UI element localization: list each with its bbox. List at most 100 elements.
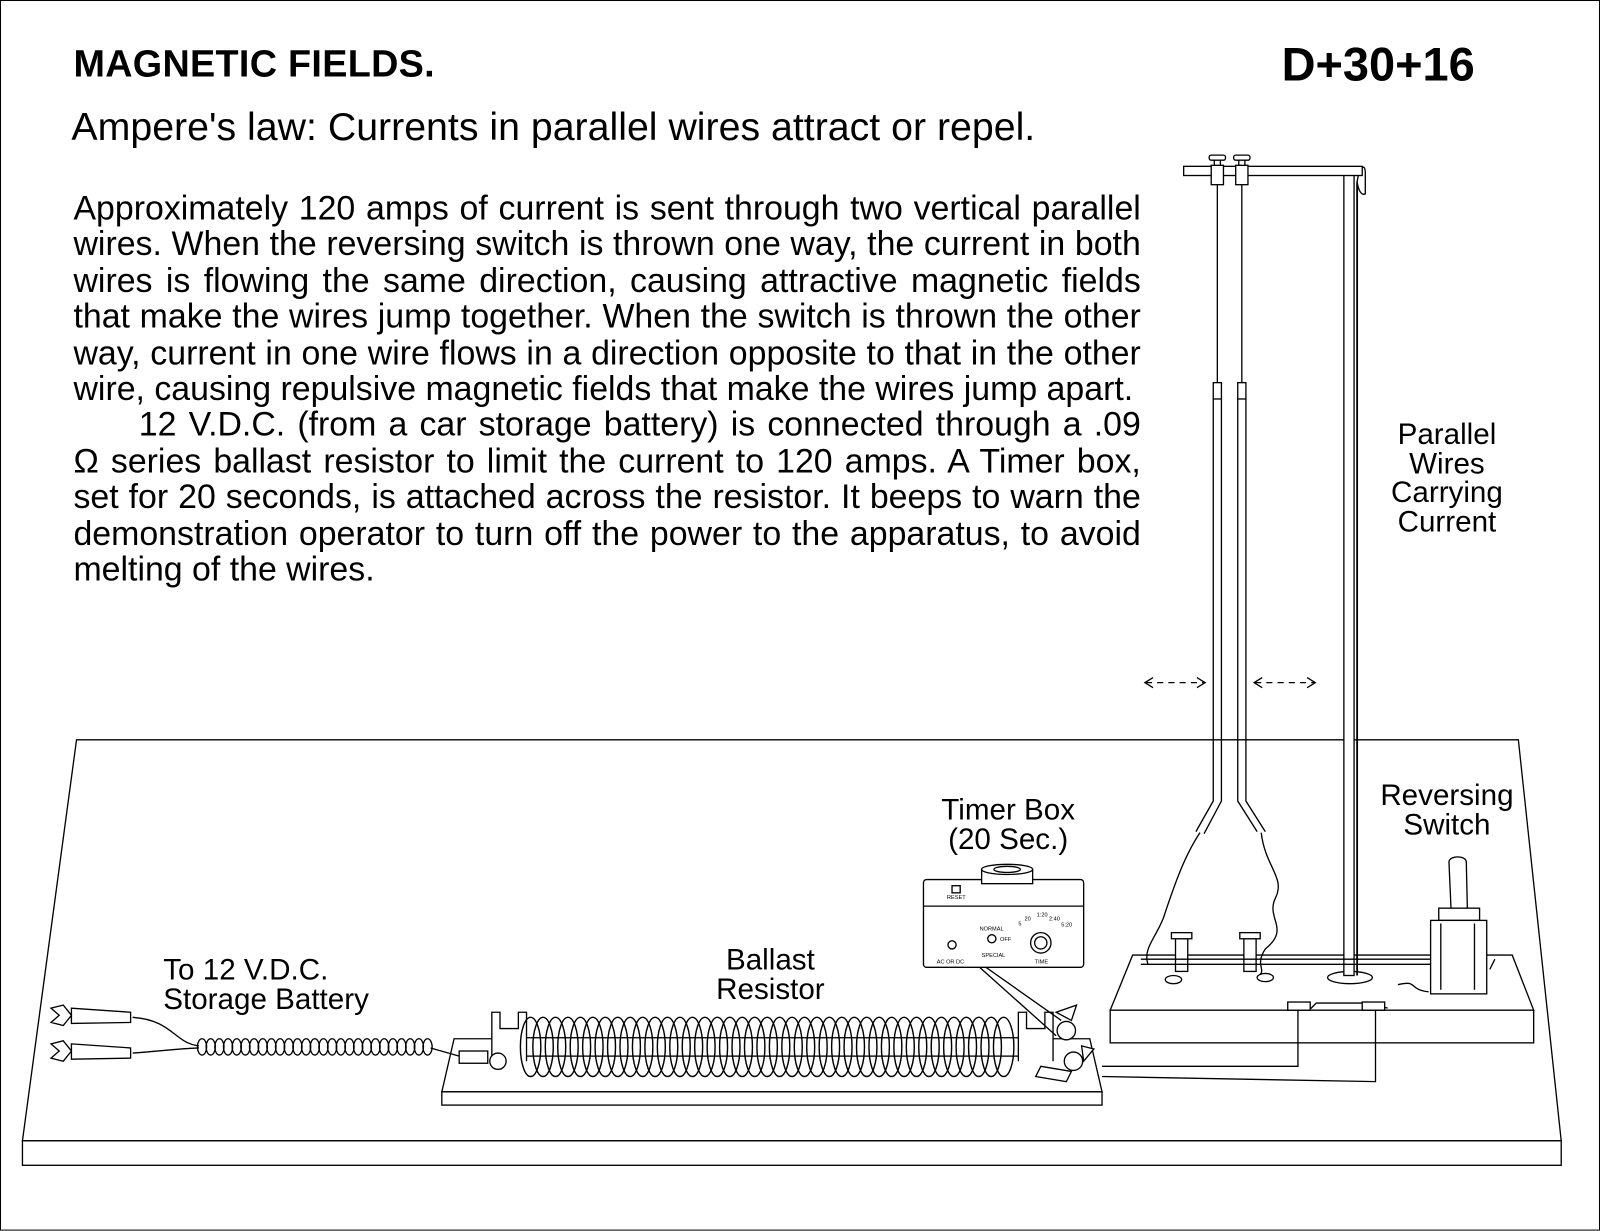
coil-loop [918, 1016, 940, 1078]
coil-loop [519, 1016, 542, 1078]
alligator-clip-lower [49, 1040, 132, 1062]
coil-loop [868, 1016, 891, 1078]
label-line: Timer Box [941, 793, 1076, 827]
coil-loop [631, 1016, 654, 1078]
coil-loop [706, 1016, 729, 1078]
label-timer-box: Timer Box (20 Sec.) [918, 796, 1098, 854]
coil-loop [793, 1016, 816, 1078]
label-line: Carrying [1391, 476, 1503, 510]
label-line: (20 Sec.) [948, 822, 1069, 856]
dial-mark: 20 [1024, 916, 1030, 922]
cable-coil-loop [422, 1038, 433, 1056]
reset-label: RESET [947, 895, 966, 901]
dial-mark: 2:40 [1049, 916, 1060, 922]
coil-loop [942, 1016, 965, 1078]
description-paragraph-1: Approximately 120 amps of current is sen… [73, 189, 1141, 409]
coil-loop [880, 1016, 903, 1078]
coil-loop [656, 1016, 679, 1078]
terminal-post-left [1164, 931, 1193, 985]
wire-clamp-right [1233, 154, 1251, 186]
label-ballast-resistor: Ballast Resistor [684, 946, 857, 1004]
dial-mark: 1:20 [1037, 912, 1048, 918]
coil-loop [806, 1016, 828, 1078]
coil-loop [544, 1016, 567, 1078]
coil-loop [669, 1016, 691, 1078]
coil-loop [569, 1016, 592, 1078]
label-line: Resistor [716, 972, 825, 1006]
page-title: MAGNETIC FIELDS. [73, 42, 435, 85]
coil-loop [581, 1016, 604, 1078]
label-line: Parallel [1397, 418, 1497, 452]
parallel-wire-right [1237, 184, 1279, 975]
coil-loop [781, 1016, 803, 1078]
ac-dc-label: AC OR DC [937, 959, 964, 965]
ballast-coil [519, 1016, 1015, 1078]
description: Approximately 120 amps of current is sen… [73, 191, 1140, 588]
coil-loop [768, 1016, 791, 1078]
special-label: SPECIAL [982, 953, 1006, 959]
label-line: Storage Battery [163, 983, 369, 1016]
coil-loop [818, 1016, 841, 1078]
off-label: OFF [1000, 937, 1012, 943]
coil-loop [731, 1016, 754, 1078]
coil-loop [955, 1016, 978, 1078]
coil-loop [718, 1016, 741, 1078]
coil-loop [905, 1016, 928, 1078]
label-parallel-wires: Parallel Wires Carrying Current [1367, 420, 1526, 536]
wire-clamp-left [1208, 154, 1227, 186]
bracket-right [1017, 1011, 1054, 1062]
stand-post [1343, 172, 1355, 977]
coil-loop [606, 1016, 629, 1078]
label-battery: To 12 V.D.C. Storage Battery [163, 956, 369, 1014]
label-line: Current [1397, 505, 1497, 539]
crossbar [1183, 165, 1363, 177]
label-line: Switch [1403, 808, 1491, 842]
coil-loop [681, 1016, 704, 1078]
coil-loop [855, 1016, 878, 1078]
coil-loop [594, 1016, 617, 1078]
page-subtitle: Ampere's law: Currents in parallel wires… [71, 105, 1036, 149]
normal-label: NORMAL [980, 927, 1004, 933]
connector-clip-a [1287, 1001, 1311, 1011]
coil-loop [644, 1016, 667, 1078]
parallel-wire-left [1146, 184, 1223, 965]
description-paragraph-2: 12 V.D.C. (from a car storage battery) i… [73, 406, 1141, 589]
resistor-rod [509, 1037, 1027, 1057]
coil-loop [967, 1016, 990, 1078]
terminal-post-right [1239, 931, 1275, 983]
time-label: TIME [1035, 959, 1049, 965]
terminal-screw-left [489, 1052, 507, 1071]
coil-loop [992, 1016, 1015, 1078]
coil-loop [980, 1016, 1003, 1078]
resistor-board-front [441, 1091, 1103, 1106]
coil-loop [893, 1016, 915, 1078]
coil-loop [830, 1016, 853, 1078]
label-line: Wires [1409, 447, 1485, 481]
label-line: To 12 V.D.C. [163, 954, 329, 987]
coil-loop [557, 1016, 579, 1078]
reversing-switch [1397, 856, 1496, 995]
stand-base-front [1109, 1009, 1535, 1044]
demo-code: D+30+16 [1281, 37, 1475, 91]
coil-loop [532, 1016, 554, 1078]
label-reversing-switch: Reversing Switch [1367, 779, 1526, 842]
coil-loop [930, 1016, 953, 1078]
dial-mark: 5:20 [1061, 923, 1072, 929]
coil-loop [843, 1016, 866, 1078]
timer-box: RESET NORMAL OFF SPECIAL AC OR DC TIME 5… [922, 863, 1085, 969]
coil-loop [743, 1016, 766, 1078]
table-front [21, 1140, 1562, 1166]
wing-nut-terminals [1034, 1004, 1096, 1083]
dial-mark: 5 [1018, 922, 1021, 928]
label-line: Ballast [725, 943, 815, 977]
alligator-clip-upper [49, 1004, 132, 1027]
battery-cable-coil [196, 1038, 433, 1056]
label-line: Reversing [1380, 779, 1514, 813]
coil-loop [756, 1016, 779, 1078]
coil-loop [693, 1016, 716, 1078]
coil-loop [619, 1016, 642, 1078]
bracket-left [491, 1011, 528, 1062]
